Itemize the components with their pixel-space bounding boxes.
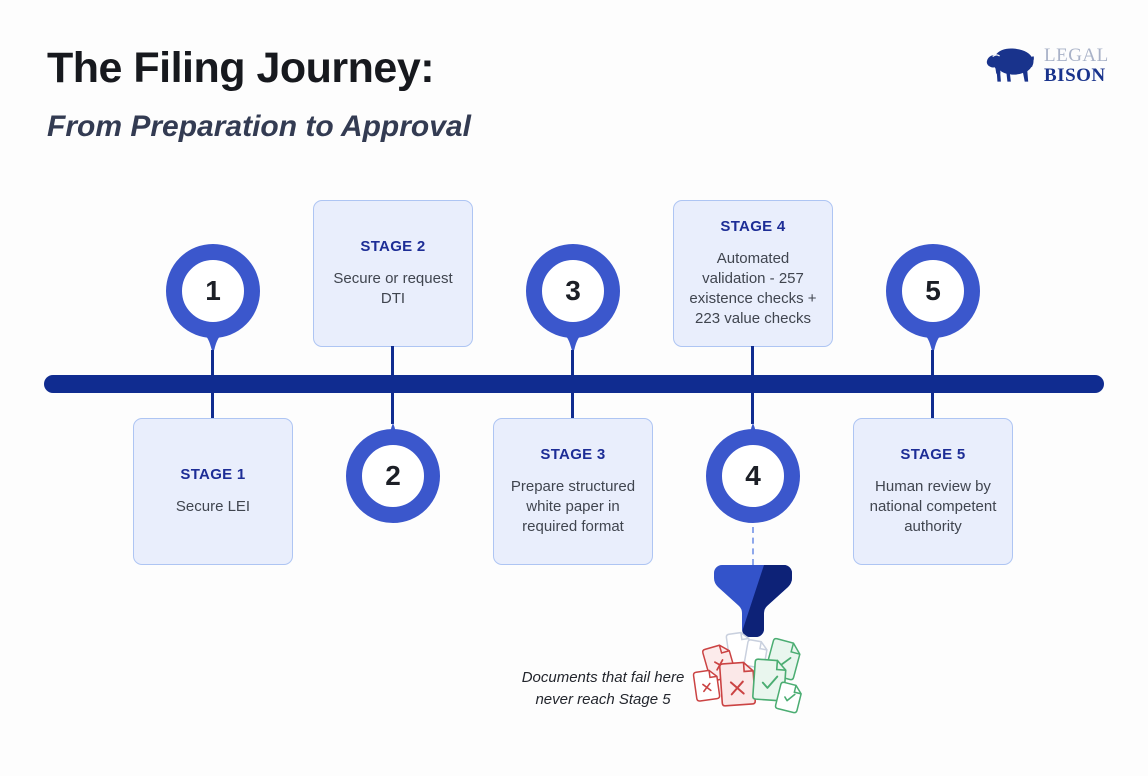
stage-2-connector-top xyxy=(391,346,394,376)
stage-1-connector-bottom xyxy=(211,392,214,418)
documents-cluster xyxy=(692,631,802,714)
stage-5-card: STAGE 5 Human review by national compete… xyxy=(853,418,1013,565)
stage-3-marker-tail xyxy=(559,331,587,353)
stage-5-label: STAGE 5 xyxy=(900,445,966,463)
stage-5-number: 5 xyxy=(925,275,941,306)
stage-3-label: STAGE 3 xyxy=(540,445,606,463)
stage-1-connector-top xyxy=(211,350,214,376)
stage-2-card: STAGE 2 Secure or request DTI xyxy=(313,200,473,347)
funnel-caption-line1: Documents that fail here xyxy=(521,669,685,686)
bison-icon xyxy=(986,48,1034,82)
logo-wordmark: LEGAL BISON xyxy=(1044,46,1109,86)
funnel-caption-line2: never reach Stage 5 xyxy=(535,690,671,708)
page-title: The Filing Journey: xyxy=(47,44,435,92)
stage-5-description: Human review by national competent autho… xyxy=(869,477,997,536)
funnel-caption: Documents that fail here never reach Sta… xyxy=(498,667,708,711)
page-subtitle: From Preparation to Approval xyxy=(47,110,471,143)
stage-4-description: Automated validation - 257 existence che… xyxy=(689,249,817,328)
failed-document-icon xyxy=(718,661,757,707)
logo-word-legal: LEGAL xyxy=(1044,45,1109,66)
stage-4-connector-bottom xyxy=(751,392,754,424)
stage-2-description: Secure or request DTI xyxy=(333,269,453,307)
stage-1-marker-tail xyxy=(199,331,227,353)
stage-3-connector-bottom xyxy=(571,392,574,418)
stage-5-marker: 5 xyxy=(886,244,980,338)
stage-3-marker: 3 xyxy=(526,244,620,338)
stage-4-dashed-connector xyxy=(752,527,754,565)
stage-2-label: STAGE 2 xyxy=(360,237,426,255)
stage-2-marker: 2 xyxy=(346,429,440,523)
stage-4-connector-top xyxy=(751,346,754,376)
stage-4-card: STAGE 4 Automated validation - 257 exist… xyxy=(673,200,833,347)
logo-word-bison: BISON xyxy=(1044,65,1106,86)
stage-1-label: STAGE 1 xyxy=(180,465,246,483)
stage-5-connector-bottom xyxy=(931,392,934,418)
passed-document-icon xyxy=(774,681,802,714)
legal-bison-logo: LEGAL BISON xyxy=(984,46,1109,86)
stage-3-card: STAGE 3 Prepare structured white paper i… xyxy=(493,418,653,565)
stage-4-number: 4 xyxy=(745,460,761,491)
stage-3-description: Prepare structured white paper in requir… xyxy=(510,477,636,536)
stage-1-number: 1 xyxy=(205,275,221,306)
stage-3-connector-top xyxy=(571,350,574,376)
stage-5-marker-tail xyxy=(919,331,947,353)
stage-2-number: 2 xyxy=(385,460,401,491)
stage-1-description: Secure LEI xyxy=(175,497,251,515)
timeline-bar xyxy=(44,375,1104,393)
stage-4-label: STAGE 4 xyxy=(720,217,786,235)
stage-3-number: 3 xyxy=(565,275,581,306)
stage-5-connector-top xyxy=(931,350,934,376)
stage-2-connector-bottom xyxy=(391,392,394,424)
funnel-icon xyxy=(714,565,792,637)
stage-4-marker: 4 xyxy=(706,429,800,523)
stage-1-marker: 1 xyxy=(166,244,260,338)
failed-document-icon xyxy=(692,669,721,702)
stage-1-card: STAGE 1 Secure LEI xyxy=(133,418,293,565)
